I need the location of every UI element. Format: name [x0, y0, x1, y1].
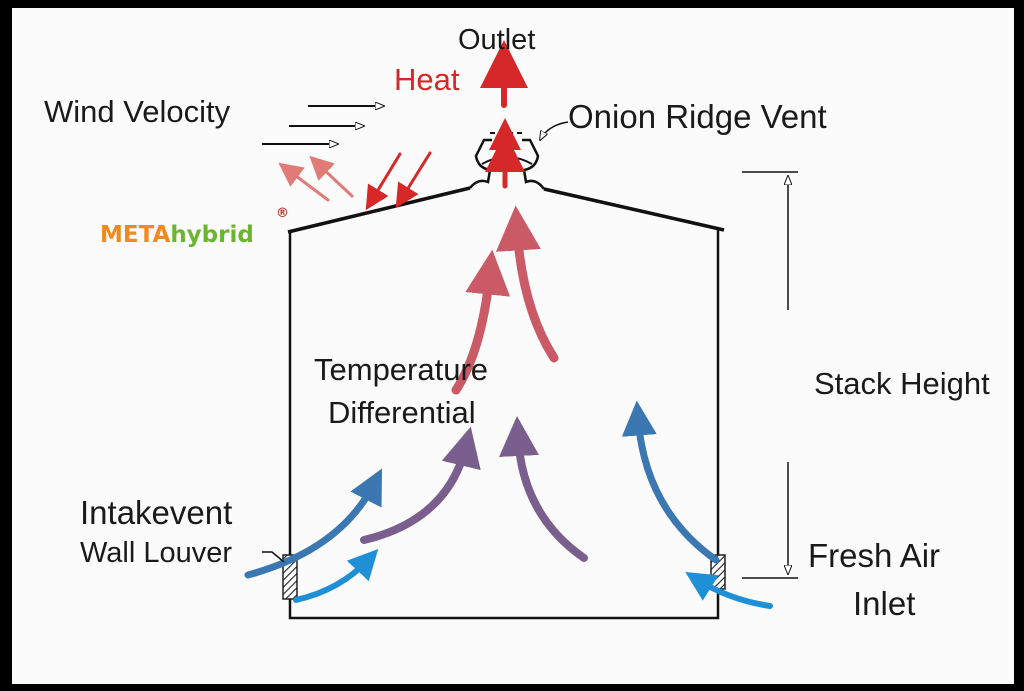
light-red-arrow-2: [309, 155, 354, 198]
purple-arrow-right: [499, 416, 588, 562]
onion-ridge-vent-label: Onion Ridge Vent: [568, 98, 827, 135]
outlet-heat-arrows: [480, 40, 528, 189]
wall-louver-leader: [262, 551, 285, 563]
cool-air-arrows: [244, 400, 773, 609]
fresh-air-arrow-left: [293, 549, 379, 603]
red-down-arrow-1: [365, 152, 402, 211]
wall-louver-label: Wall Louver: [80, 537, 233, 569]
inlet-label: Inlet: [853, 585, 916, 622]
wind-velocity-arrows: [262, 106, 384, 144]
meta-hybrid-logo: METAhybrid ®: [100, 206, 289, 248]
heat-label: Heat: [394, 62, 460, 97]
roof-wind-arrows: [278, 151, 432, 211]
onion-vent-leader: [540, 121, 569, 140]
floor: [288, 586, 720, 620]
differential-label: Differential: [328, 395, 476, 430]
stack-height-dimension: [742, 171, 798, 579]
warm-arrow-left: [451, 249, 511, 395]
registered-mark: ®: [276, 206, 289, 221]
temperature-label: Temperature: [314, 352, 489, 387]
roof-right: [543, 187, 725, 232]
building-outline: [287, 186, 725, 620]
purple-arrow-left: [360, 426, 481, 544]
fresh-air-label: Fresh Air: [808, 537, 941, 574]
outlet-label: Outlet: [458, 24, 536, 56]
wind-velocity-label: Wind Velocity: [44, 94, 231, 129]
logo-hybrid-text: hybrid: [170, 222, 254, 248]
logo-meta-text: META: [100, 222, 171, 248]
mid-air-arrows: [360, 416, 588, 562]
warm-arrow-right: [495, 205, 559, 363]
fresh-air-arrow-right: [685, 572, 773, 609]
red-down-arrow-2: [395, 151, 432, 209]
wall-louver-left: [282, 554, 298, 600]
warm-air-arrows: [451, 205, 559, 395]
light-red-arrow-1: [278, 162, 330, 202]
blue-arrow-right: [621, 400, 720, 564]
stack-height-label: Stack Height: [814, 366, 990, 401]
blue-arrow-left: [244, 468, 383, 579]
intakevent-label: Intakevent: [80, 494, 233, 531]
